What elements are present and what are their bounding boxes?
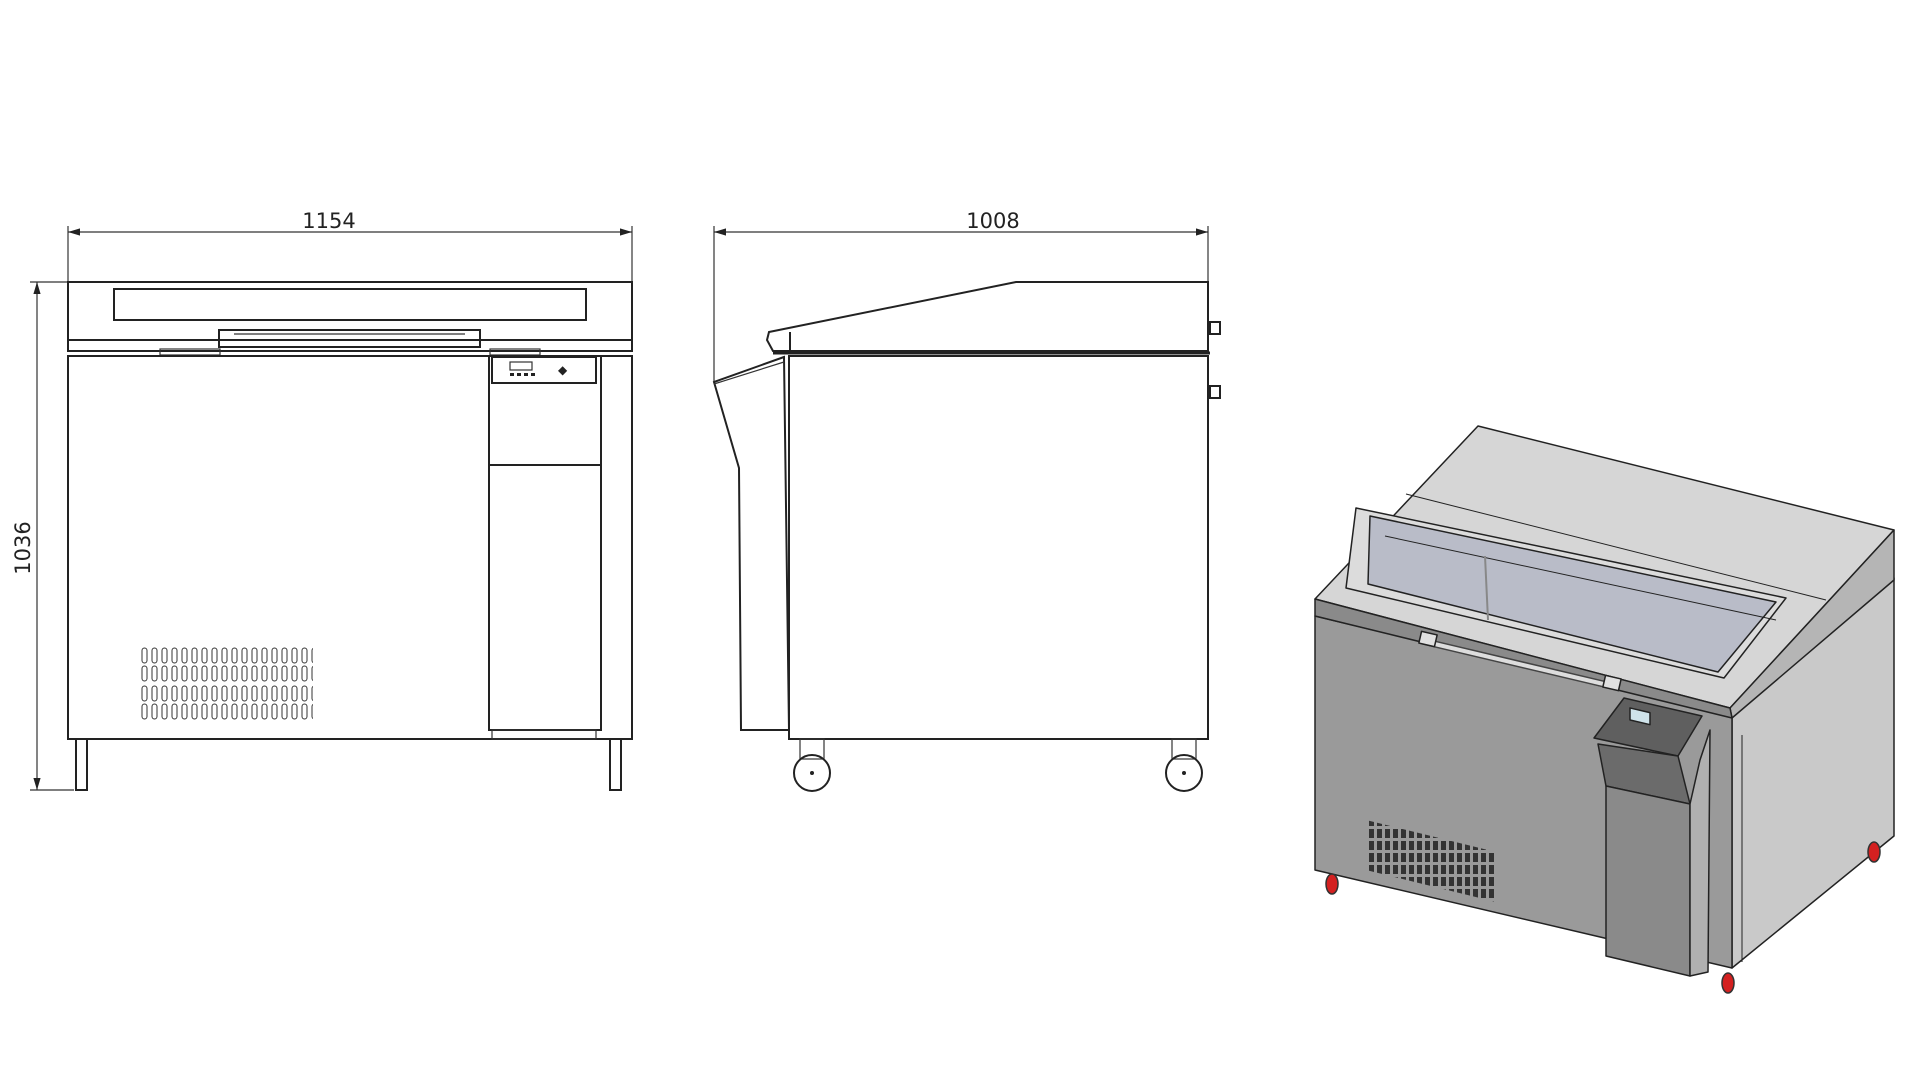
control-buttons (510, 373, 535, 376)
front-body: ◆ (67, 355, 633, 740)
front-left-leg (75, 738, 88, 791)
side-caster-front (793, 738, 831, 792)
iso-control-column (1605, 785, 1691, 977)
width-dimension: 1154 (67, 209, 633, 282)
iso-window-glass (1367, 515, 1777, 673)
control-knob-icon: ◆ (558, 363, 568, 377)
side-caster-back (1165, 738, 1203, 792)
iso-control-panel (1593, 697, 1703, 757)
front-right-leg (609, 738, 622, 791)
side-view: 1008 (712, 209, 1221, 792)
side-fittings (1209, 321, 1221, 399)
front-vent-grille (139, 644, 313, 720)
height-dimension: 1036 (11, 281, 74, 791)
side-body (788, 355, 1209, 740)
iso-display-screen (1629, 707, 1651, 726)
depth-dimension-label: 1008 (966, 209, 1019, 233)
side-lid (765, 281, 1209, 352)
width-dimension-label: 1154 (302, 209, 355, 233)
front-view: 1154 1036 (11, 209, 633, 791)
depth-dimension: 1008 (713, 209, 1209, 382)
iso-vent-grille (1366, 820, 1496, 902)
isometric-view (1314, 425, 1895, 994)
side-control-column (712, 355, 791, 731)
front-lid (67, 281, 633, 356)
iso-casters (1325, 841, 1881, 994)
height-dimension-label: 1036 (11, 521, 35, 574)
